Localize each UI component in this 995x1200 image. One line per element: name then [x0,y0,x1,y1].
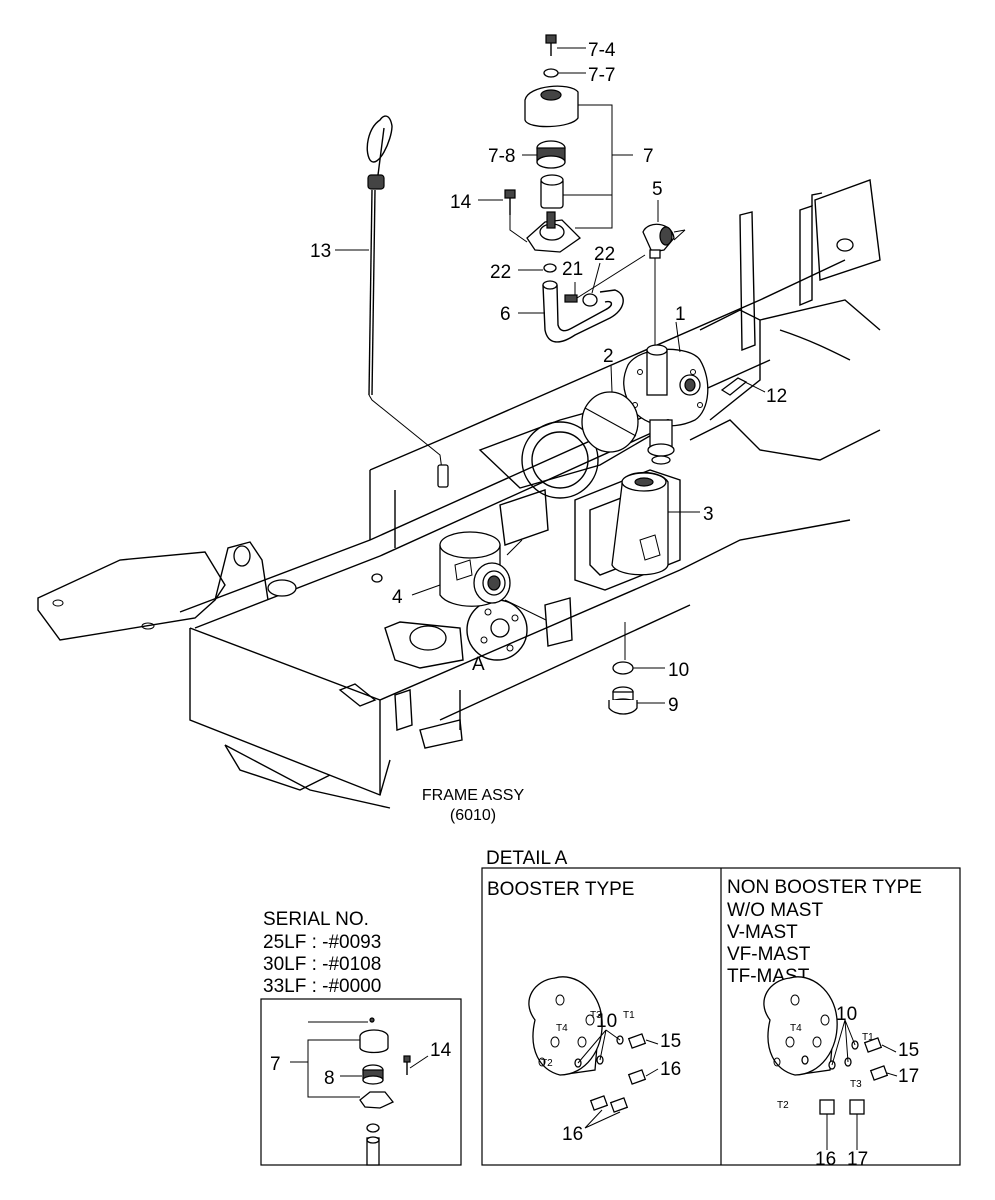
nonbooster-title-4: VF-MAST [727,944,811,965]
nonbooster-label-17-right: 17 [898,1066,919,1087]
serial-label-7: 7 [270,1054,281,1075]
label-14: 14 [450,192,472,213]
booster-label-16-bottom: 16 [562,1124,583,1145]
nonbooster-title-1: NON BOOSTER TYPE [727,877,922,898]
serial-box [260,998,462,1166]
cap-assembly [478,34,633,253]
booster-port-t3: T3 [590,1010,602,1021]
nonbooster-port-t2: T2 [777,1100,789,1111]
nonbooster-label-15: 15 [898,1040,919,1061]
label-22-left: 22 [490,262,511,283]
nonbooster-label-16: 16 [815,1149,836,1170]
label-10: 10 [668,660,689,681]
booster-port-t4: T4 [556,1023,568,1034]
serial-label-8: 8 [324,1068,335,1089]
label-a: A [472,654,485,675]
label-7-4: 7-4 [588,40,616,61]
drain-plug [608,661,665,715]
booster-port-block [528,976,659,1129]
label-1: 1 [675,304,686,325]
label-12: 12 [766,386,787,407]
frame-assy-line1: FRAME ASSY [422,787,525,804]
nonbooster-title-3: V-MAST [727,922,798,943]
booster-label-15: 15 [660,1031,681,1052]
label-21: 21 [562,259,583,280]
detail-a-title: DETAIL A [486,848,568,869]
label-9: 9 [668,695,679,716]
label-7-8: 7-8 [488,146,515,167]
label-6: 6 [500,304,511,325]
suction-strainer [411,531,547,621]
serial-row-25lf: 25LF : -#0093 [263,932,381,953]
booster-port-t1: T1 [623,1010,635,1021]
label-2: 2 [603,346,614,367]
hose-assembly [518,200,686,345]
nonbooster-title-2: W/O MAST [727,900,823,921]
booster-port-t2: T2 [541,1058,553,1069]
main-callouts: 7-4 7-7 7-8 7 5 14 13 22 22 21 6 1 2 12 … [310,40,787,824]
nonbooster-port-block [763,976,898,1150]
label-5: 5 [652,179,663,200]
detail-a: DETAIL A BOOSTER TYPE T1 T3 T4 [481,848,961,1170]
booster-title: BOOSTER TYPE [487,879,634,900]
label-7: 7 [643,146,654,167]
label-7-7: 7-7 [588,65,615,86]
label-4: 4 [392,587,403,608]
nonbooster-port-t3: T3 [850,1079,862,1090]
label-13: 13 [310,241,331,262]
frame-assy-line2: (6010) [450,807,496,824]
booster-label-10: 10 [596,1011,617,1032]
serial-title: SERIAL NO. [263,909,369,930]
tank-cover [581,321,766,576]
nonbooster-port-t1: T1 [862,1032,874,1043]
nonbooster-label-10: 10 [836,1004,857,1025]
booster-label-16-right: 16 [660,1059,681,1080]
serial-inset: SERIAL NO. 25LF : -#0093 30LF : -#0108 3… [260,909,462,1166]
serial-row-33lf: 33LF : -#0000 [263,976,381,997]
label-3: 3 [703,504,714,525]
label-22-right: 22 [594,244,615,265]
serial-label-14: 14 [430,1040,452,1061]
frame-assembly [37,179,881,809]
dipstick [335,115,449,488]
nonbooster-port-t4: T4 [790,1023,802,1034]
nonbooster-label-17-bottom: 17 [847,1149,868,1170]
serial-row-30lf: 30LF : -#0108 [263,954,381,975]
